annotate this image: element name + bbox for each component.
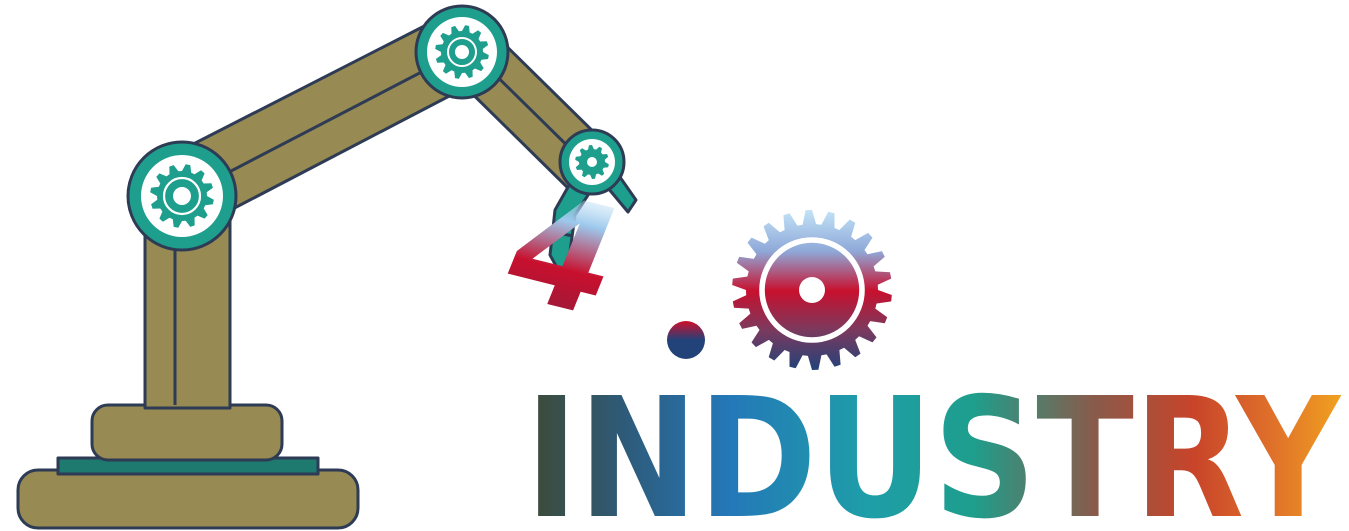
robot-base-top xyxy=(90,403,284,462)
shoulder-gear-icon xyxy=(150,164,214,228)
version-zero-gear-icon xyxy=(732,210,892,370)
version-digit-four: 4 xyxy=(480,160,648,349)
elbow-gear-icon xyxy=(435,25,489,79)
industry-wordmark: INDUSTRY xyxy=(525,363,1342,531)
gripper-left-finger xyxy=(548,178,592,284)
version-zero: 0 xyxy=(0,0,1,1)
robot-base-bottom xyxy=(16,468,360,530)
version-number: 4 . 0 xyxy=(0,0,892,370)
version-dot xyxy=(667,321,705,359)
wrist-gear-icon xyxy=(575,145,609,179)
gear-icon xyxy=(732,210,892,370)
version-dot-text: . xyxy=(0,0,1,1)
joint-gear-icons xyxy=(150,25,609,228)
